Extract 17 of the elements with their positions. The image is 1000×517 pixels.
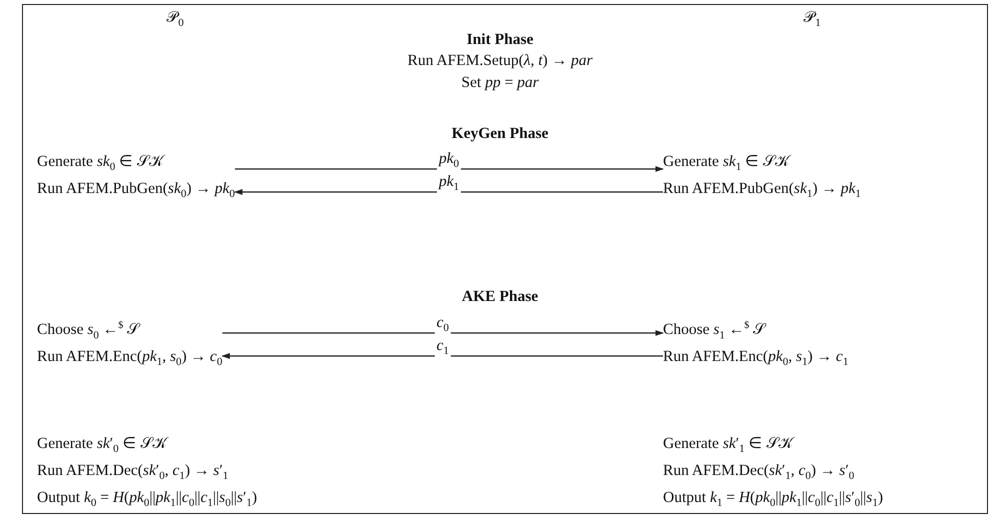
protocol-steps: Generate sk′$_{0}$ ∈ 𝒮𝒦 Run AFEM.Dec(sk′$_{0}$, c$_{1}$) → s′$_{1}$ Output k$_{0}$ = H(pk$_{0}$||pk$_{1}$||c$_{0}$||c$_{1}$||s$_{0}$||s′$_{1}$) — [37, 433, 258, 514]
protocol-steps: Generate sk$_{1}$ ∈ 𝒮𝒦 Run AFEM.PubGen(sk$_{1}$) → pk$_{1}$ — [663, 151, 861, 206]
protocol-step: Set pp = par — [461, 73, 539, 93]
protocol-steps: Choose s$_{0}$ ←$^{$}$ 𝒮 Run AFEM.Enc(pk$_{1}$, s$_{0}$) → c$_{0}$ — [37, 315, 222, 374]
message-arrow — [222, 330, 664, 336]
party-label: 𝒫$_{0}$ — [166, 8, 184, 32]
phase-heading: AKE Phase — [462, 287, 538, 307]
party-label: 𝒫$_{1}$ — [803, 8, 821, 32]
phase-heading: KeyGen Phase — [452, 124, 548, 144]
protocol-steps: Generate sk′$_{1}$ ∈ 𝒮𝒦 Run AFEM.Dec(sk′$_{1}$, c$_{0}$) → s′$_{0}$ Output k$_{1}$ = H(pk$_{0}$||pk$_{1}$||c$_{0}$||c$_{1}$||s′$_{0}$||s$_{1}$) — [663, 433, 884, 514]
protocol-step: Run AFEM.Setup(λ, t) → par — [408, 51, 592, 71]
message-arrow — [221, 353, 663, 359]
protocol-steps: Generate sk$_{0}$ ∈ 𝒮𝒦 Run AFEM.PubGen(sk$_{0}$) → pk$_{0}$ — [37, 151, 235, 206]
message-arrow — [234, 166, 664, 172]
message-arrow — [234, 189, 663, 195]
phase-heading: Init Phase — [466, 30, 534, 50]
protocol-steps: Choose s$_{1}$ ←$^{$}$ 𝒮 Run AFEM.Enc(pk$_{0}$, s$_{1}$) → c$_{1}$ — [663, 315, 848, 374]
